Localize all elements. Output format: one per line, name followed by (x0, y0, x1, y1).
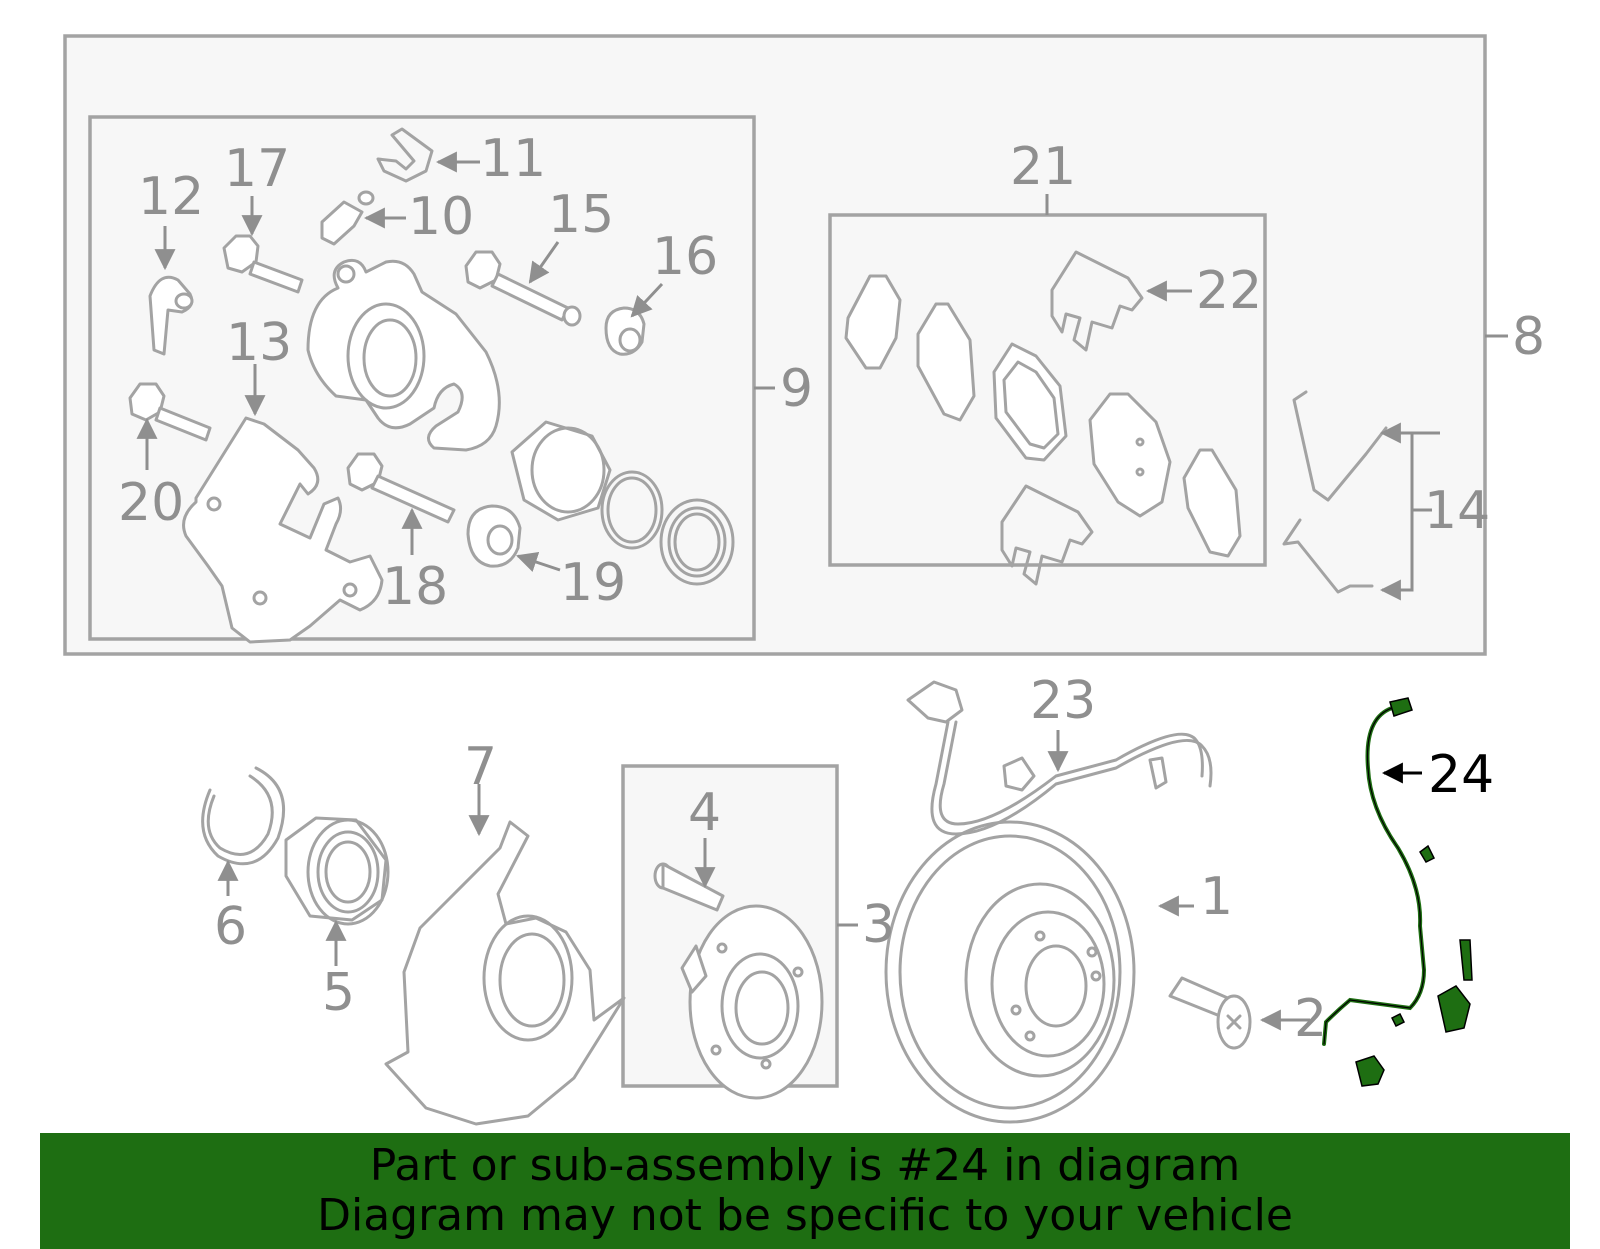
callout-3: 3 (862, 895, 895, 955)
piston-dust-boot (659, 498, 735, 586)
part-11-clip (376, 127, 480, 183)
part-16-boot (604, 282, 664, 356)
callout-7: 7 (464, 737, 497, 797)
part-24-abs-sensor (1322, 697, 1473, 1087)
callout-9: 9 (780, 359, 813, 419)
part-info-banner: Part or sub-assembly is #24 in diagram D… (40, 1133, 1570, 1249)
part-15-guide-pin (464, 241, 582, 327)
callout-15: 15 (548, 185, 614, 245)
caliper-piston (510, 420, 612, 522)
callout-8: 8 (1512, 307, 1545, 367)
callout-17: 17 (224, 139, 290, 199)
part-20-bolt (128, 382, 212, 470)
callout-24: 24 (1428, 745, 1494, 805)
part-23-brake-hose (906, 680, 1213, 836)
brake-pads (844, 274, 1242, 558)
callout-13: 13 (226, 313, 292, 373)
callout-5: 5 (322, 963, 355, 1023)
callout-4: 4 (688, 783, 721, 843)
callout-20: 20 (118, 473, 184, 533)
wheel-hub (680, 904, 824, 1100)
callout-1: 1 (1200, 867, 1233, 927)
part-18-guide-pin (346, 452, 456, 555)
callout-21: 21 (1010, 137, 1076, 197)
part-6-snap-ring (201, 766, 286, 896)
part-19-boot (466, 504, 561, 572)
caliper-housing (306, 258, 501, 452)
part-17-bolt (222, 196, 304, 294)
part-7-dust-shield (384, 784, 626, 1126)
callout-14: 14 (1424, 481, 1490, 541)
callout-12: 12 (138, 167, 204, 227)
callout-2: 2 (1294, 989, 1327, 1049)
callout-11: 11 (480, 129, 546, 189)
part-4-wheel-stud (653, 838, 725, 912)
part-14-wear-sensors (1282, 390, 1440, 601)
part-10-bleeder-screw (320, 190, 406, 246)
part-13-bracket (182, 364, 384, 644)
banner-line-2: Diagram may not be specific to your vehi… (317, 1190, 1293, 1241)
part-2-lug-bolt (1168, 976, 1310, 1050)
callout-16: 16 (652, 227, 718, 287)
part-22-pad-clips (1000, 250, 1192, 586)
banner-line-1: Part or sub-assembly is #24 in diagram (369, 1140, 1241, 1191)
callout-18: 18 (382, 557, 448, 617)
callout-19: 19 (560, 553, 626, 613)
piston-seal (600, 470, 664, 550)
callout-22: 22 (1196, 261, 1262, 321)
callout-10: 10 (408, 187, 474, 247)
callout-23: 23 (1030, 671, 1096, 731)
callout-6: 6 (214, 897, 247, 957)
part-5-bearing (284, 816, 390, 966)
part-1-rotor (884, 820, 1194, 1124)
part-12-bleeder (148, 226, 194, 356)
